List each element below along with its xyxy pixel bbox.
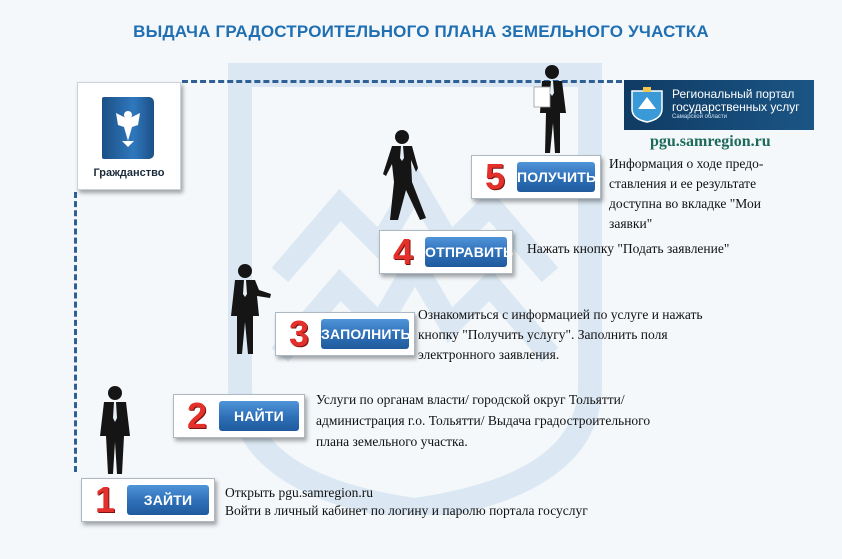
path-line-top <box>182 80 622 83</box>
step-5-line-2: ставления и ее результате <box>609 176 757 191</box>
step-5-line-1: Информация о ходе предо- <box>609 156 764 171</box>
step-1-description: Открыть pgu.samregion.ru Войти в личный … <box>225 484 745 520</box>
person-figure-4 <box>533 65 566 153</box>
portal-name: Региональный портал государственных услу… <box>672 88 800 114</box>
step-3-number: 3 <box>288 313 310 354</box>
step-5-number: 5 <box>484 156 506 197</box>
portal-region: Самарской области <box>672 114 728 120</box>
step-1-line-1: Открыть pgu.samregion.ru <box>225 485 373 500</box>
step-5-button[interactable]: 5 ПОЛУЧИТЬ <box>471 155 601 199</box>
citizenship-card: Гражданство <box>77 82 181 190</box>
step-3-line-1: Ознакомиться с информацией по услуге и н… <box>418 307 703 322</box>
step-2-description: Услуги по органам власти/ городской окру… <box>316 389 786 452</box>
step-3-line-3: электронного заявления. <box>418 347 560 362</box>
samara-emblem-icon <box>631 87 663 123</box>
portal-site-link[interactable]: pgu.samregion.ru <box>650 133 771 150</box>
step-2-number: 2 <box>186 395 208 436</box>
step-4-description: Нажать кнопку "Подать заявление" <box>527 239 817 259</box>
step-4-button[interactable]: 4 ОТПРАВИТЬ <box>379 230 513 274</box>
step-2-label: НАЙТИ <box>219 401 299 431</box>
portal-name-line2: государственных услуг <box>672 100 800 114</box>
step-3-line-2: кнопку "Получить услугу". Заполнить поля <box>418 327 668 342</box>
step-1-label: ЗАЙТИ <box>127 485 209 515</box>
book-icon <box>102 97 154 159</box>
person-figure-3 <box>383 130 426 220</box>
step-3-description: Ознакомиться с информацией по услуге и н… <box>418 305 818 365</box>
step-5-label: ПОЛУЧИТЬ <box>517 162 596 192</box>
portal-logo: Региональный портал государственных услу… <box>624 80 814 130</box>
step-4-number: 4 <box>392 231 414 272</box>
step-4-line-1: Нажать кнопку "Подать заявление" <box>527 241 730 256</box>
step-1-button[interactable]: 1 ЗАЙТИ <box>81 478 215 522</box>
step-4-label: ОТПРАВИТЬ <box>425 237 513 267</box>
step-2-line-2: администрация г.о. Тольятти/ Выдача град… <box>316 413 651 428</box>
step-3-button[interactable]: 3 ЗАПОЛНИТЬ <box>275 312 415 356</box>
step-2-line-1: Услуги по органам власти/ городской окру… <box>316 392 625 407</box>
step-1-number: 1 <box>94 479 116 520</box>
step-5-line-3: доступна во вкладке "Мои <box>609 196 761 211</box>
step-5-line-4: заявки" <box>609 216 653 231</box>
step-5-description: Информация о ходе предо- ставления и ее … <box>609 154 819 234</box>
step-2-button[interactable]: 2 НАЙТИ <box>173 394 305 438</box>
step-2-line-3: плана земельного участка. <box>316 434 468 449</box>
person-figure-2 <box>231 264 271 354</box>
path-line-left <box>74 192 77 472</box>
eagle-icon <box>116 111 140 147</box>
portal-name-line1: Региональный портал <box>672 87 795 101</box>
person-figure-1 <box>100 386 130 474</box>
page-title: ВЫДАЧА ГРАДОСТРОИТЕЛЬНОГО ПЛАНА ЗЕМЕЛЬНО… <box>133 22 709 41</box>
citizenship-label: Гражданство <box>93 167 165 179</box>
step-1-line-2: Войти в личный кабинет по логину и парол… <box>225 503 588 518</box>
step-3-label: ЗАПОЛНИТЬ <box>321 319 411 349</box>
